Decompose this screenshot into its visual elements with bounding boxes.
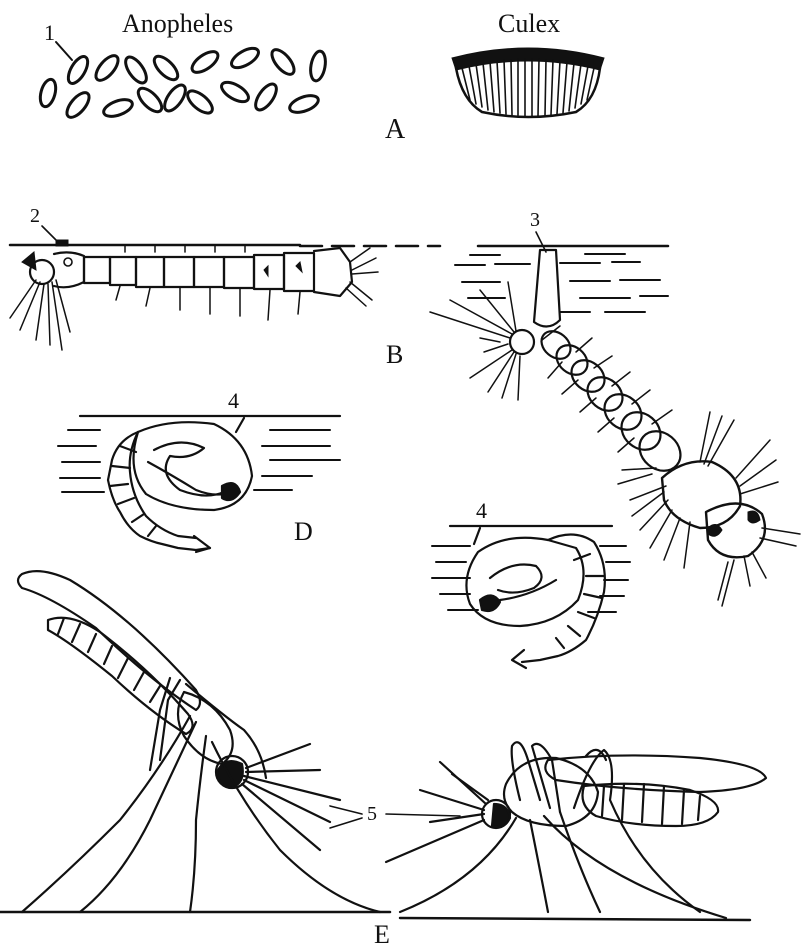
larva-eye bbox=[64, 258, 72, 266]
adult-wing bbox=[18, 571, 200, 710]
panel-b-label: B bbox=[386, 340, 403, 369]
adult-abdomen-segments bbox=[58, 618, 160, 702]
pupa-abdomen-segments bbox=[110, 432, 196, 538]
pupa-trumpet bbox=[236, 418, 244, 432]
larva-abdomen-segments bbox=[84, 248, 352, 296]
anopheles-egg bbox=[134, 84, 165, 115]
anopheles-egg bbox=[102, 96, 135, 119]
adult-legs bbox=[400, 742, 726, 918]
panel-b-larvae: 2 3 bbox=[10, 205, 800, 606]
ground-line bbox=[400, 918, 750, 920]
callout-3: 3 bbox=[530, 209, 540, 231]
adult-proboscis-palps bbox=[386, 762, 488, 862]
anopheles-egg bbox=[150, 52, 181, 83]
callout-5: 5 bbox=[367, 803, 377, 825]
anopheles-egg bbox=[288, 92, 321, 115]
water-dashes-left bbox=[58, 430, 340, 492]
anopheles-adult bbox=[18, 571, 380, 912]
water-dashes-right bbox=[455, 254, 668, 312]
pupa-eye bbox=[480, 595, 500, 611]
panel-a-label: A bbox=[385, 114, 406, 145]
anopheles-egg bbox=[161, 82, 190, 115]
panel-a-eggs: Anopheles Culex 1 bbox=[38, 9, 604, 145]
adult-legs bbox=[22, 678, 380, 912]
anopheles-egg bbox=[122, 54, 151, 87]
anopheles-label: Anopheles bbox=[122, 9, 233, 38]
larva-brushes bbox=[430, 282, 800, 606]
surface-float-mark bbox=[56, 240, 68, 246]
anopheles-egg bbox=[92, 52, 122, 84]
panel-d-label: D bbox=[294, 517, 313, 546]
larva-body-segments bbox=[536, 326, 688, 479]
left-pupa bbox=[108, 418, 252, 552]
anopheles-egg bbox=[184, 87, 216, 117]
larva-eye bbox=[748, 511, 760, 523]
larva-marking bbox=[296, 262, 302, 272]
pupa-wing-case bbox=[148, 462, 232, 495]
anopheles-egg bbox=[189, 48, 222, 77]
anopheles-egg bbox=[219, 78, 252, 105]
larva-mouth-brush bbox=[22, 252, 36, 270]
callout-5-leader-left bbox=[330, 818, 362, 828]
anopheles-egg bbox=[38, 78, 59, 109]
callout-2-leader bbox=[42, 226, 56, 240]
culex-raft-eggs bbox=[462, 59, 594, 116]
pupa-paddle bbox=[512, 650, 526, 668]
anopheles-egg bbox=[252, 81, 281, 114]
callout-5-leader-right bbox=[386, 814, 460, 816]
callout-4-left: 4 bbox=[228, 388, 239, 413]
panel-d-pupae: 4 4 D bbox=[58, 388, 630, 668]
callout-1-leader bbox=[56, 42, 72, 60]
callout-4-right: 4 bbox=[476, 498, 487, 523]
pupa-wing-case bbox=[154, 442, 224, 495]
pupa-abdomen bbox=[522, 534, 605, 662]
larva-thorax bbox=[662, 461, 740, 528]
pupa-eye bbox=[222, 483, 240, 500]
larva-marking bbox=[264, 266, 268, 276]
anopheles-eggs bbox=[38, 44, 328, 121]
culex-egg-raft bbox=[452, 48, 604, 117]
adult-proboscis-palps bbox=[242, 744, 340, 850]
right-pupa bbox=[466, 528, 604, 668]
pupa-trumpet bbox=[474, 528, 480, 544]
callout-2: 2 bbox=[30, 205, 40, 227]
culex-larva bbox=[430, 250, 800, 606]
respiratory-siphon bbox=[534, 250, 560, 327]
callout-1: 1 bbox=[44, 20, 55, 45]
panel-e-label: E bbox=[374, 920, 390, 947]
pupa-abdomen bbox=[108, 432, 210, 550]
larva-anal-segment bbox=[510, 330, 534, 354]
adult-eye bbox=[218, 761, 243, 788]
adult-wing bbox=[545, 755, 766, 792]
anopheles-larva bbox=[10, 240, 378, 350]
pupa-wing-case bbox=[490, 565, 542, 593]
culex-adult bbox=[386, 742, 766, 918]
larva-eye bbox=[708, 524, 722, 536]
callout-5-leader-left bbox=[330, 806, 362, 814]
anopheles-egg bbox=[63, 89, 93, 121]
pupa-abdomen-segments bbox=[556, 554, 604, 648]
panel-e-adults: 5 bbox=[0, 571, 766, 947]
pupa-cephalothorax bbox=[466, 538, 583, 626]
anopheles-egg bbox=[64, 54, 91, 87]
culex-label: Culex bbox=[498, 9, 560, 38]
anopheles-egg bbox=[309, 50, 328, 82]
anopheles-egg bbox=[229, 44, 262, 71]
anopheles-egg bbox=[268, 46, 298, 78]
